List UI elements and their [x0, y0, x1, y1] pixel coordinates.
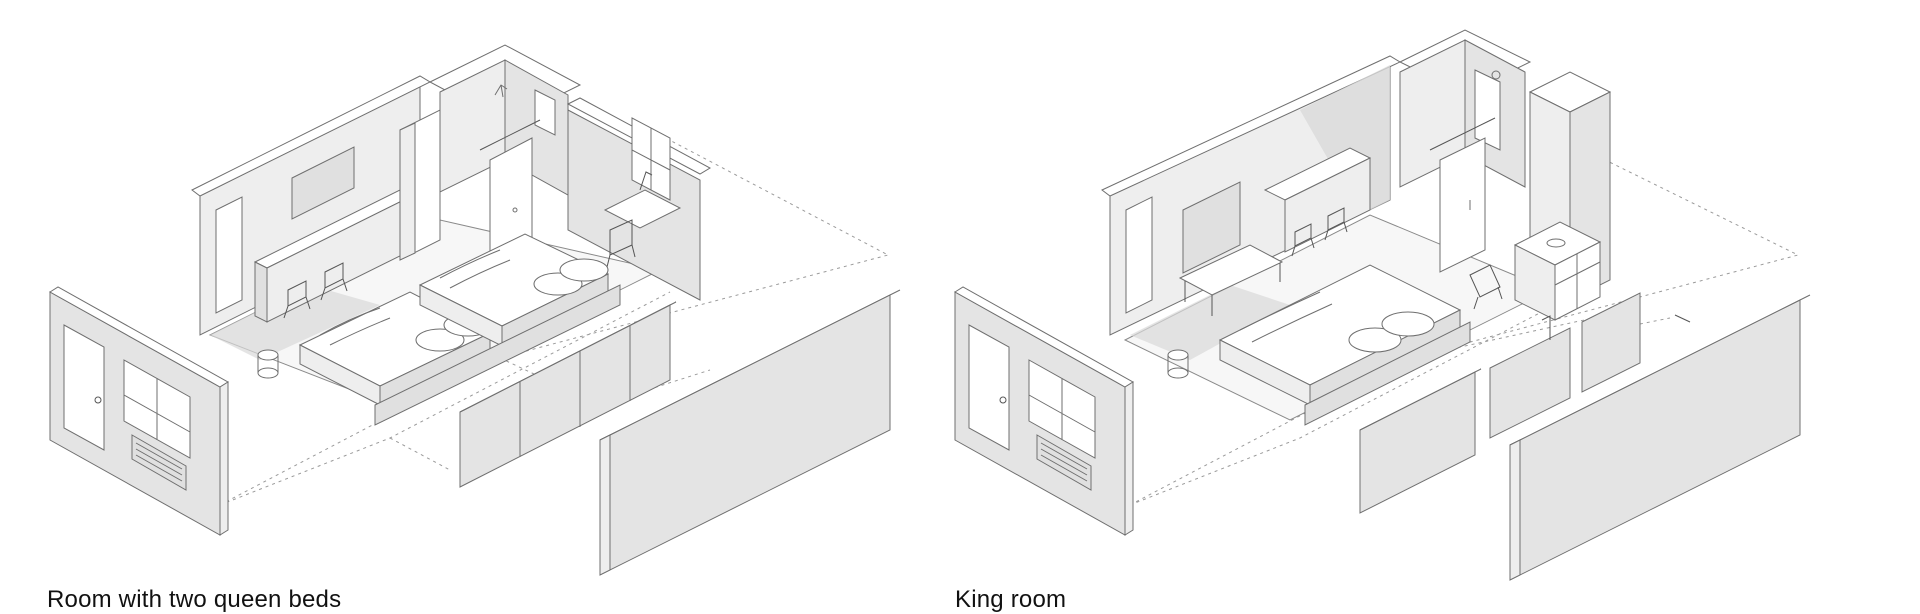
side-chair: [606, 219, 636, 268]
wall-tv: [291, 146, 355, 220]
stool: [257, 349, 279, 379]
entry-door: [968, 324, 1010, 451]
queen-beds: [257, 233, 621, 426]
right-interior-wall: [566, 97, 712, 301]
king-bed: [1218, 264, 1503, 426]
entry-door: [63, 324, 105, 451]
pillow: [1381, 311, 1435, 337]
floor-shadow: [210, 285, 380, 360]
front-right-wall: [599, 289, 901, 576]
desk-chairs: [283, 262, 348, 319]
lounge-chair: [1469, 264, 1503, 310]
bathroom-block: [1398, 29, 1532, 273]
queen-room-isometric-drawing: [49, 44, 901, 576]
front-left-wall: [49, 286, 229, 536]
floor-shadow: [1130, 285, 1290, 360]
vanity-wardrobe: [1513, 71, 1612, 321]
bed-base-bench: [1304, 321, 1471, 426]
desk-chairs: [1291, 207, 1348, 257]
caption-queen-room: Room with two queen beds: [47, 586, 342, 613]
stool: [1167, 349, 1189, 379]
pillow: [415, 328, 465, 352]
glass-shower: [1474, 69, 1501, 151]
wall-tv: [1182, 181, 1241, 274]
queen-room-panel: Room with two queen beds: [20, 0, 950, 614]
sliding-barn-door: [1439, 137, 1486, 273]
shower-head: [1491, 70, 1501, 80]
shower-fixture: [494, 84, 508, 98]
bed-base-bench: [374, 284, 621, 426]
king-room-isometric-drawing: [954, 29, 1811, 581]
coffee-table: [1178, 244, 1284, 296]
pillow: [559, 258, 609, 282]
queen-bed-2: [418, 233, 610, 347]
bathroom-mirror: [534, 89, 556, 136]
caption-king-room: King room: [955, 586, 1067, 613]
back-left-wall: [191, 75, 441, 336]
wall-mirror: [1125, 196, 1153, 314]
front-right-wall: [1509, 294, 1811, 581]
king-room-panel: King room: [930, 0, 1860, 614]
closet-partition: [459, 301, 677, 488]
front-left-wall: [954, 286, 1134, 536]
door-knob: [999, 396, 1007, 404]
closet-partition: [1359, 292, 1691, 514]
door-knob: [94, 396, 102, 404]
back-wall: [1101, 55, 1402, 336]
wall-mirror: [215, 196, 243, 314]
pillow: [1348, 327, 1402, 353]
desk-lamp: [639, 171, 653, 191]
